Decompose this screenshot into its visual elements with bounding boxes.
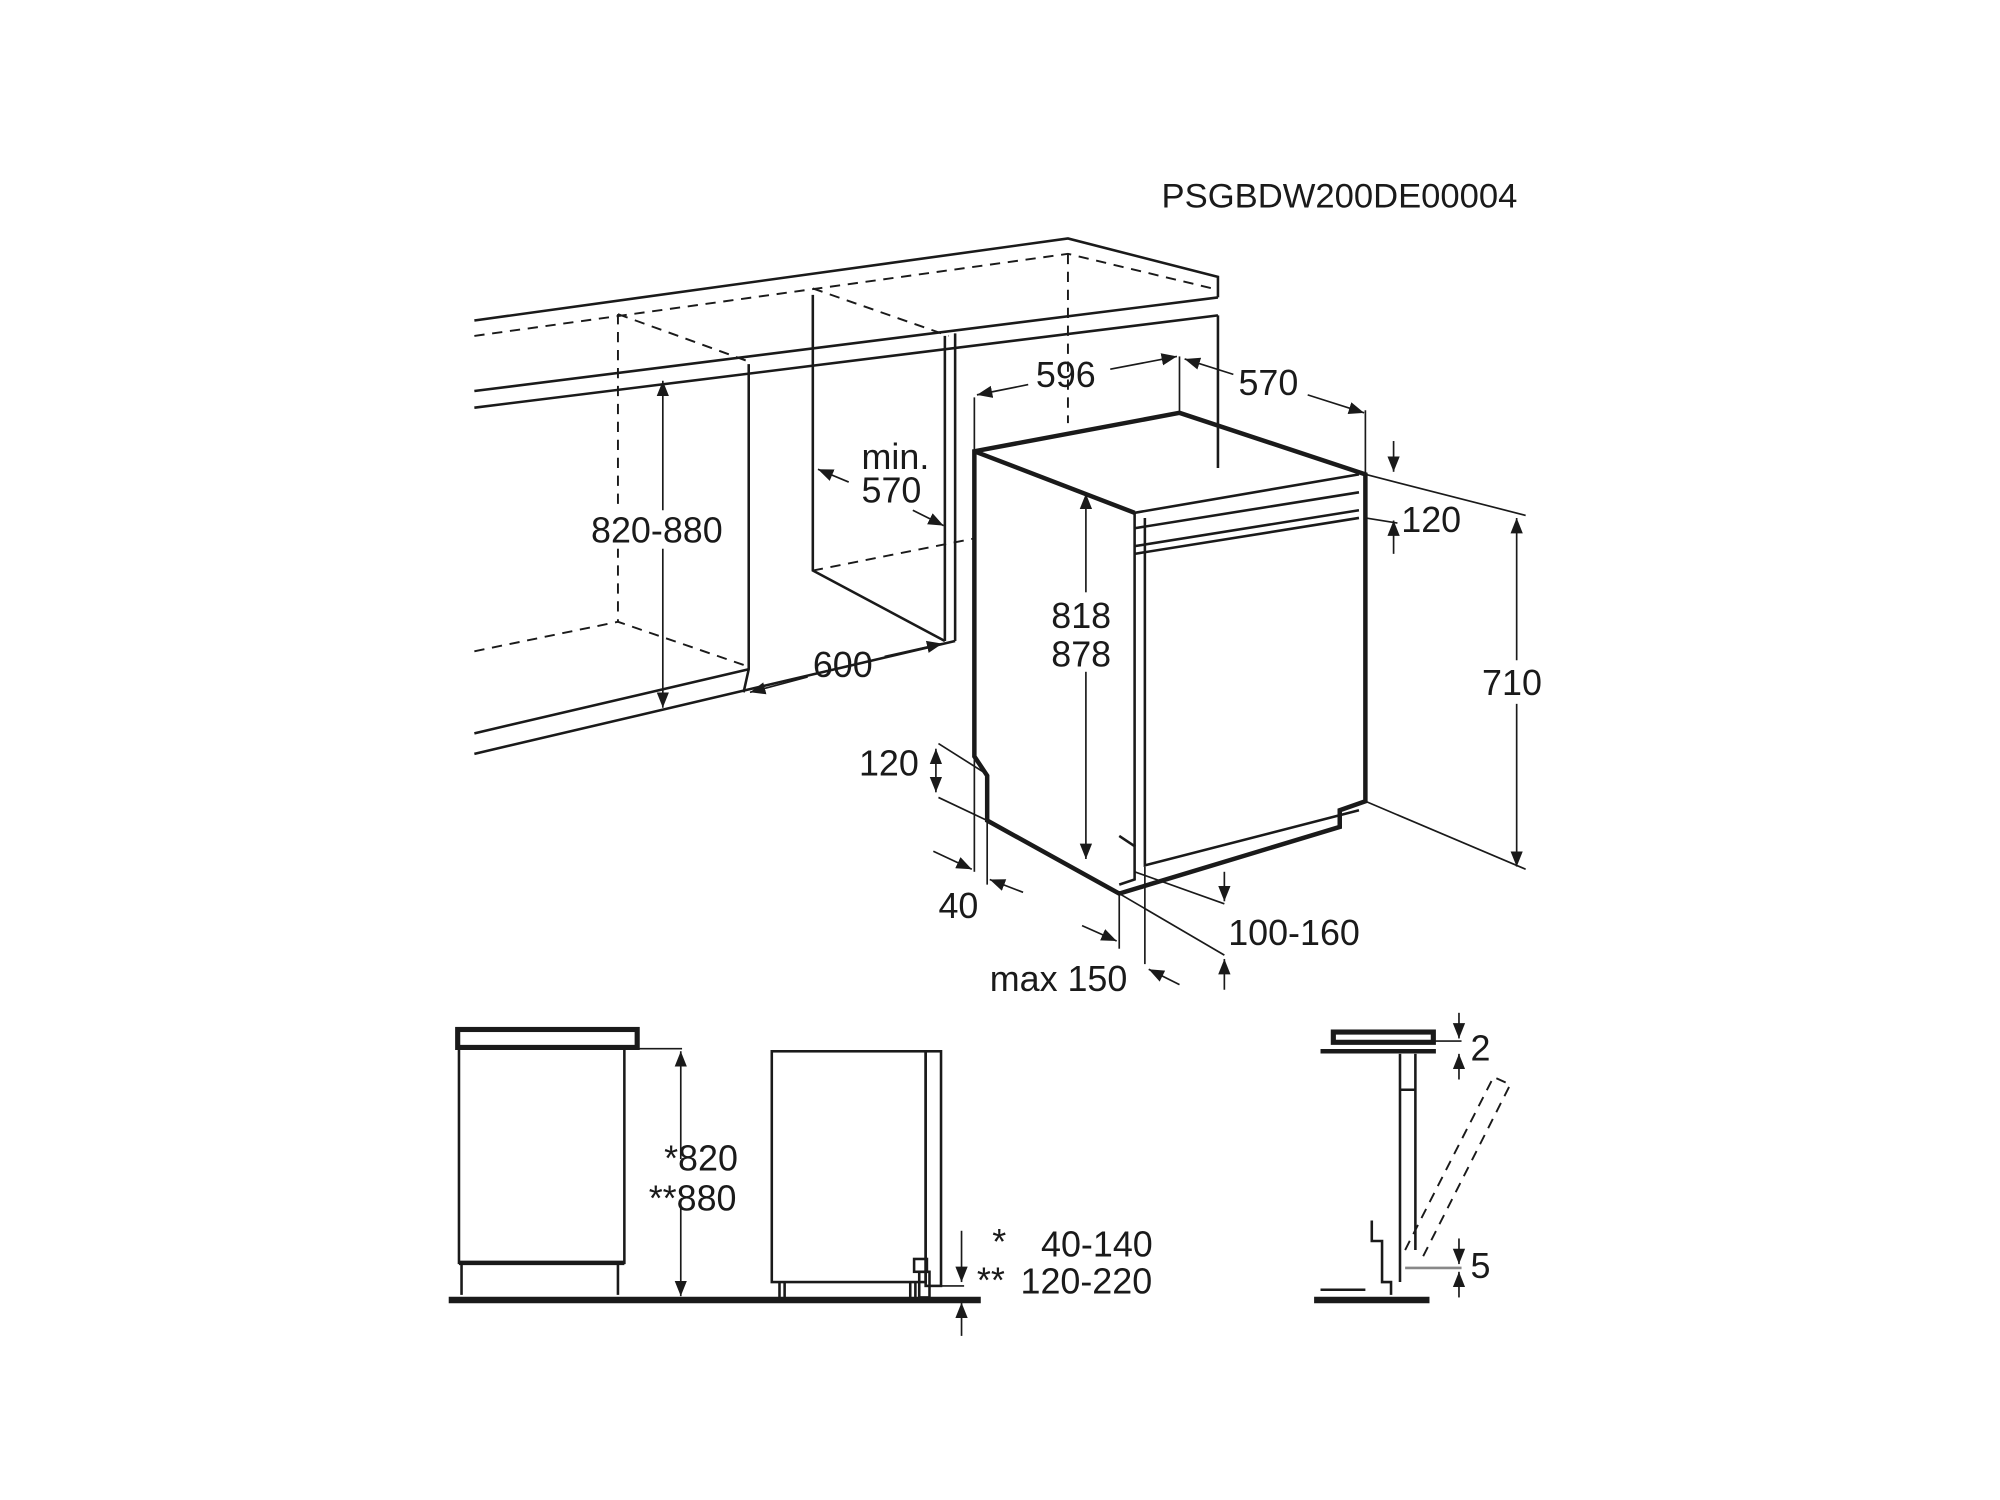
recess-arrow-1 — [932, 850, 973, 870]
dishwasher-perspective — [972, 410, 1368, 897]
recess-label: 40 — [938, 886, 978, 926]
appliance-width-label: 596 — [1036, 355, 1096, 395]
door-gap-label: 100-160 — [1228, 913, 1360, 953]
niche-depth-arrow-2 — [912, 509, 944, 527]
door-detail — [1314, 1029, 1512, 1304]
niche-width-label: 600 — [813, 645, 873, 685]
feet-1-label: 40-140 — [1041, 1224, 1153, 1264]
door-height-label: 710 — [1482, 663, 1542, 703]
niche-depth-prefix: min. — [862, 437, 930, 477]
width-arrow-left — [976, 383, 1029, 398]
feet-2-label: 120-220 — [1021, 1262, 1153, 1302]
side-view-cabinet — [448, 1026, 981, 1304]
depth-arrow-left — [1184, 357, 1234, 376]
appliance-height-1: 818 — [1051, 596, 1111, 636]
kitchen-cabinets — [474, 237, 1220, 756]
side-height-2: **880 — [649, 1178, 737, 1218]
max-plinth-arrow-1 — [1081, 924, 1118, 942]
side-height-1: *820 — [664, 1139, 738, 1179]
niche-height-label: 820-880 — [591, 510, 723, 550]
max-plinth-arrow-2 — [1148, 968, 1180, 986]
appliance-height-2: 878 — [1051, 635, 1111, 675]
width-arrow-right — [1110, 353, 1178, 371]
bottom-gap-label: 5 — [1471, 1246, 1491, 1286]
max-plinth-label: max 150 — [990, 959, 1128, 999]
plinth-height-label: 120 — [859, 744, 919, 784]
top-offset-label: 120 — [1401, 500, 1461, 540]
recess-arrow-2 — [989, 878, 1024, 894]
appliance-depth-label: 570 — [1238, 363, 1298, 403]
feet-2-marker: ** — [977, 1260, 1005, 1300]
niche-depth-label: 570 — [862, 471, 922, 511]
side-view-dishwasher — [770, 1050, 965, 1299]
product-code: PSGBDW200DE00004 — [1162, 178, 1518, 216]
depth-arrow-right — [1307, 394, 1365, 415]
niche-depth-arrow-1 — [817, 468, 850, 483]
niche-width-arrow-left — [749, 676, 808, 695]
top-gap-label: 2 — [1471, 1028, 1491, 1068]
niche-width-arrow-right — [884, 640, 943, 658]
feet-1-marker: * — [992, 1222, 1006, 1262]
